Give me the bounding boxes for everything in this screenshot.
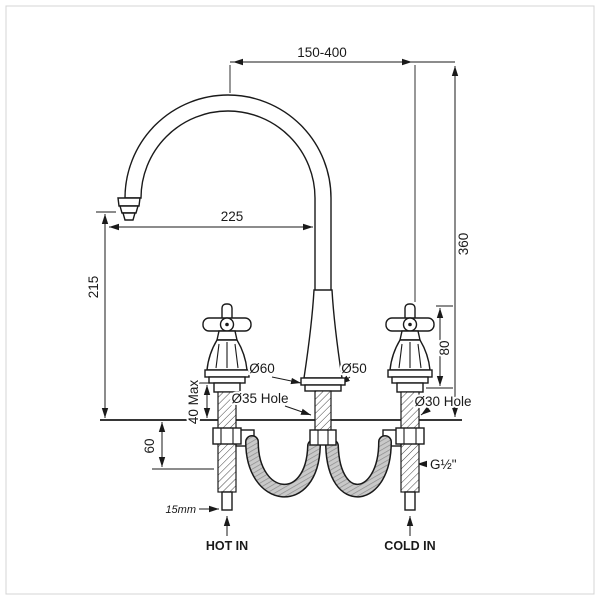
spout: [117, 94, 346, 433]
hot-handle-neck: [216, 330, 238, 341]
dim-connection-thread: G½": [430, 457, 457, 472]
cold-handle-neck: [399, 330, 421, 341]
body-base-ring-outer: [300, 377, 346, 386]
dim-spout-diameter: Ø50: [341, 361, 367, 376]
dim-below-deck: 60: [142, 438, 157, 453]
dim-spout-height: 215: [86, 276, 101, 299]
hot-supply-tail: [221, 491, 233, 511]
dim-overall-height: 360: [456, 233, 471, 256]
hot-in-label: HOT IN: [206, 539, 248, 553]
spout-aerator: [117, 197, 141, 207]
dim-handle-height: 80: [437, 340, 452, 355]
center-connection-nut: [309, 429, 337, 446]
dim-supply-pipe: 15mm: [165, 504, 196, 516]
cold-valve-body: [396, 382, 424, 393]
dimension-labels: 150-400 360 225 215 80 Ø60 Ø50 Ø35 Hole …: [84, 43, 474, 555]
hot-hose: [246, 436, 320, 496]
dimension-lines: [101, 58, 459, 467]
dim-side-hole: Ø30 Hole: [414, 394, 471, 409]
fittings: [212, 427, 425, 511]
cold-mounting-nut: [395, 427, 425, 445]
hot-mounting-nut: [212, 427, 242, 445]
body-base-ring-inner: [304, 384, 342, 392]
dim-max-deck: 40 Max: [186, 380, 201, 425]
dim-top-range: 150-400: [297, 45, 347, 60]
dim-body-diameter: Ø60: [249, 361, 275, 376]
dim-center-hole: Ø35 Hole: [231, 391, 288, 406]
cold-supply-tail: [404, 491, 416, 511]
canvas-border: [5, 5, 595, 595]
cold-hose: [326, 436, 391, 496]
dim-spout-reach: 225: [221, 209, 244, 224]
cold-in-label: COLD IN: [384, 539, 435, 553]
flexible-hoses: [245, 435, 392, 498]
spout-threaded-shank: [314, 390, 332, 433]
